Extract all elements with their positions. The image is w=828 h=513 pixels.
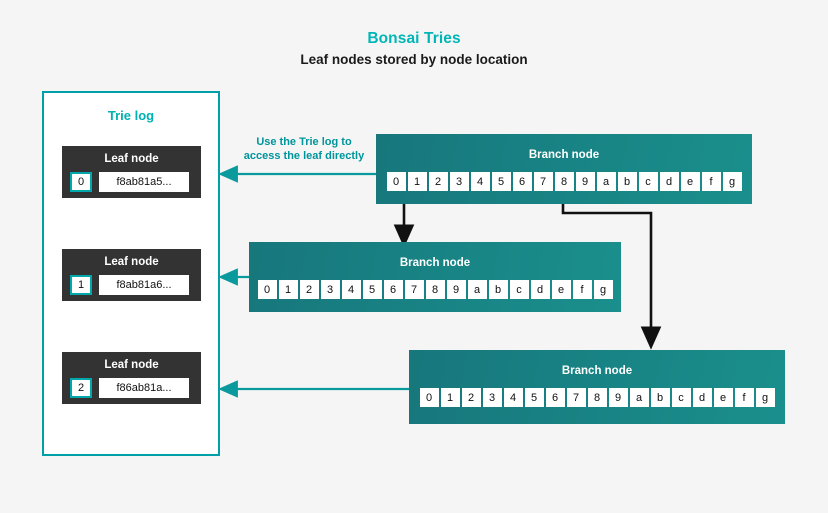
trie-log-title: Trie log xyxy=(107,108,155,123)
leaf-node-2[interactable]: Leaf node 2 f86ab81a... xyxy=(62,352,201,404)
leaf-node-row: 2 f86ab81a... xyxy=(70,378,189,398)
branch-cell-4[interactable]: 4 xyxy=(470,172,490,191)
branch-cell-1[interactable]: 1 xyxy=(278,280,298,299)
branch-cell-e[interactable]: e xyxy=(713,388,733,407)
branch-cell-a[interactable]: a xyxy=(629,388,649,407)
leaf-node-label: Leaf node xyxy=(104,359,159,371)
leaf-node-label: Leaf node xyxy=(104,256,159,268)
branch-node-label: Branch node xyxy=(399,257,471,269)
branch-cell-f[interactable]: f xyxy=(734,388,754,407)
branch-cell-e[interactable]: e xyxy=(680,172,700,191)
branch-cell-d[interactable]: d xyxy=(530,280,550,299)
leaf-node-row: 0 f8ab81a5... xyxy=(70,172,189,192)
branch-cell-b[interactable]: b xyxy=(617,172,637,191)
branch-cell-0[interactable]: 0 xyxy=(257,280,277,299)
branch-cell-6[interactable]: 6 xyxy=(383,280,403,299)
annotation-text: Use the Trie log to access the leaf dire… xyxy=(228,135,380,163)
branch-cell-1[interactable]: 1 xyxy=(440,388,460,407)
branch-cell-d[interactable]: d xyxy=(659,172,679,191)
branch-cell-9[interactable]: 9 xyxy=(608,388,628,407)
leaf-node-row: 1 f8ab81a6... xyxy=(70,275,189,295)
branch-cell-c[interactable]: c xyxy=(509,280,529,299)
branch-cell-g[interactable]: g xyxy=(755,388,775,407)
branch-cell-9[interactable]: 9 xyxy=(446,280,466,299)
branch-cell-a[interactable]: a xyxy=(596,172,616,191)
annotation-line-1: Use the Trie log to xyxy=(256,136,352,148)
branch-cell-3[interactable]: 3 xyxy=(320,280,340,299)
leaf-hash-box: f8ab81a5... xyxy=(99,172,189,192)
leaf-index-box: 1 xyxy=(70,275,92,295)
branch-cell-8[interactable]: 8 xyxy=(587,388,607,407)
branch-cell-5[interactable]: 5 xyxy=(362,280,382,299)
branch-cell-1[interactable]: 1 xyxy=(407,172,427,191)
leaf-node-1[interactable]: Leaf node 1 f8ab81a6... xyxy=(62,249,201,301)
branch-cell-0[interactable]: 0 xyxy=(386,172,406,191)
branch-cell-7[interactable]: 7 xyxy=(566,388,586,407)
annotation-line-2: access the leaf directly xyxy=(243,150,365,162)
branch-cell-e[interactable]: e xyxy=(551,280,571,299)
branch-cell-2[interactable]: 2 xyxy=(299,280,319,299)
branch-cell-6[interactable]: 6 xyxy=(512,172,532,191)
branch-cell-7[interactable]: 7 xyxy=(404,280,424,299)
leaf-hash-box: f86ab81a... xyxy=(99,378,189,398)
leaf-index-box: 2 xyxy=(70,378,92,398)
branch-node-label: Branch node xyxy=(528,149,600,161)
branch-cell-7[interactable]: 7 xyxy=(533,172,553,191)
branch-cell-0[interactable]: 0 xyxy=(419,388,439,407)
diagram-header: Bonsai Tries Leaf nodes stored by node l… xyxy=(0,30,828,67)
branch-cell-f[interactable]: f xyxy=(701,172,721,191)
branch-cell-2[interactable]: 2 xyxy=(461,388,481,407)
branch-cell-3[interactable]: 3 xyxy=(449,172,469,191)
branch-cell-b[interactable]: b xyxy=(488,280,508,299)
branch-cell-c[interactable]: c xyxy=(671,388,691,407)
branch-cell-f[interactable]: f xyxy=(572,280,592,299)
page-title: Bonsai Tries xyxy=(367,30,461,47)
branch-cell-5[interactable]: 5 xyxy=(491,172,511,191)
branch-cell-4[interactable]: 4 xyxy=(503,388,523,407)
branch-cell-d[interactable]: d xyxy=(692,388,712,407)
leaf-hash-box: f8ab81a6... xyxy=(99,275,189,295)
leaf-index-box: 0 xyxy=(70,172,92,192)
leaf-node-label: Leaf node xyxy=(104,153,159,165)
page-subtitle: Leaf nodes stored by node location xyxy=(300,52,528,67)
branch-cell-c[interactable]: c xyxy=(638,172,658,191)
leaf-node-0[interactable]: Leaf node 0 f8ab81a5... xyxy=(62,146,201,198)
branch-cell-2[interactable]: 2 xyxy=(428,172,448,191)
branch-cell-b[interactable]: b xyxy=(650,388,670,407)
branch-cell-8[interactable]: 8 xyxy=(425,280,445,299)
branch-node-label: Branch node xyxy=(561,365,633,377)
branch-cell-6[interactable]: 6 xyxy=(545,388,565,407)
branch-cell-4[interactable]: 4 xyxy=(341,280,361,299)
branch-cell-3[interactable]: 3 xyxy=(482,388,502,407)
branch-cell-9[interactable]: 9 xyxy=(575,172,595,191)
branch-cell-8[interactable]: 8 xyxy=(554,172,574,191)
branch-cell-5[interactable]: 5 xyxy=(524,388,544,407)
branch-cell-a[interactable]: a xyxy=(467,280,487,299)
branch-cell-g[interactable]: g xyxy=(722,172,742,191)
branch-cell-g[interactable]: g xyxy=(593,280,613,299)
